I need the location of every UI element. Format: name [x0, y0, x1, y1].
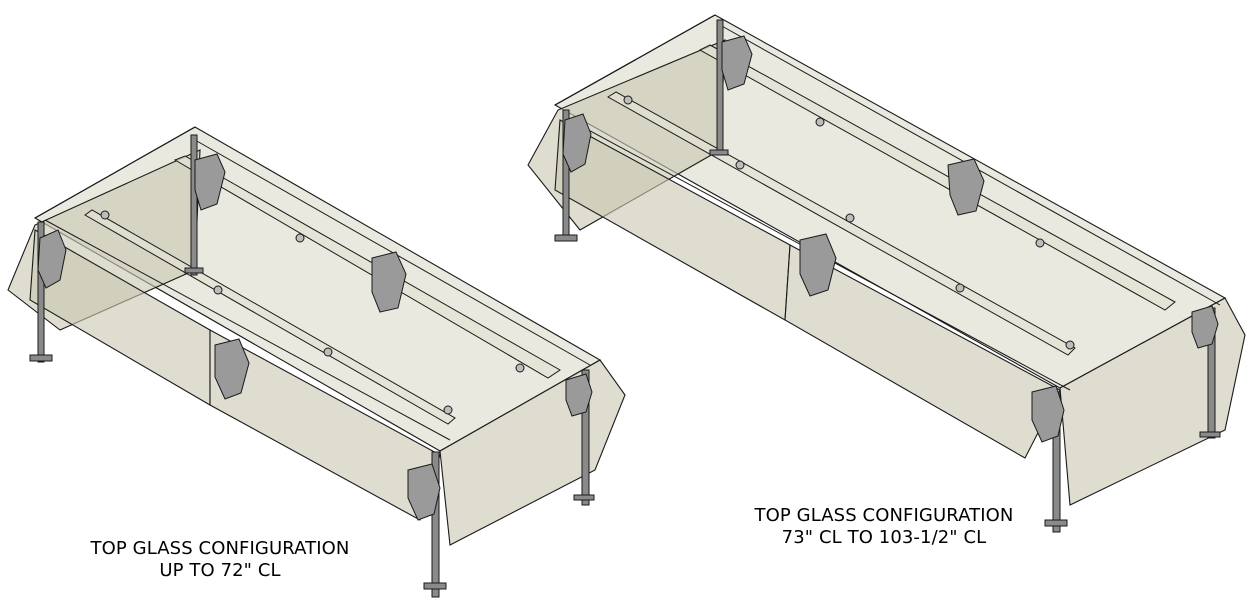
- bracket-front-center: [214, 338, 250, 400]
- foot: [1199, 431, 1221, 438]
- caption-line-2: UP TO 72" CL: [159, 560, 281, 581]
- bracket-front-right: [407, 463, 441, 521]
- post-end-right: [581, 369, 590, 506]
- knob: [323, 347, 333, 357]
- knob: [1065, 340, 1075, 350]
- knob: [100, 210, 110, 220]
- knob: [443, 405, 453, 415]
- bracket-front-right: [1031, 385, 1065, 443]
- foot: [184, 267, 204, 274]
- caption-103: TOP GLASS CONFIGURATION 73" CL TO 103-1/…: [698, 505, 1070, 549]
- foot: [554, 234, 578, 242]
- knob: [623, 95, 633, 105]
- caption-line-2: 73" CL TO 103-1/2" CL: [781, 527, 987, 548]
- knob: [213, 285, 223, 295]
- knob: [955, 283, 965, 293]
- bracket-top-center: [194, 153, 226, 211]
- caption-line-1: TOP GLASS CONFIGURATION: [754, 505, 1014, 526]
- top-edge: [554, 14, 716, 106]
- caption-line-1: TOP GLASS CONFIGURATION: [90, 538, 350, 559]
- back-glass-strip: [173, 155, 561, 379]
- foot: [29, 354, 53, 362]
- foot: [423, 582, 447, 590]
- back-rail: [44, 219, 451, 441]
- front-glass-pane-2: [209, 329, 441, 521]
- bracket-center: [947, 158, 985, 216]
- caption-72: TOP GLASS CONFIGURATION UP TO 72" CL: [40, 538, 400, 582]
- foot: [709, 149, 729, 156]
- knob: [515, 363, 525, 373]
- back-glass-strip: [698, 44, 1176, 311]
- sneeze-guard-assembly-72: [7, 126, 626, 598]
- bracket-left: [37, 229, 67, 289]
- knob: [735, 160, 745, 170]
- foot: [1044, 519, 1068, 527]
- bracket-center: [371, 251, 407, 313]
- knob: [845, 213, 855, 223]
- post-back-center: [716, 19, 724, 156]
- post-back-left: [37, 221, 45, 363]
- post-front-right: [431, 451, 440, 598]
- sneeze-guard-assembly-103: [527, 14, 1246, 533]
- bracket-left: [562, 113, 592, 173]
- knob: [1035, 238, 1045, 248]
- top-edge: [34, 126, 196, 219]
- foot: [573, 494, 595, 501]
- bracket-top-center: [721, 35, 753, 91]
- bracket-end: [565, 373, 593, 417]
- knob: [815, 117, 825, 127]
- knob: [295, 233, 305, 243]
- front-glass-pane-2: [784, 244, 1061, 459]
- post-back-center: [190, 134, 198, 276]
- bracket-front-center: [799, 233, 837, 297]
- bracket-end: [1191, 305, 1219, 349]
